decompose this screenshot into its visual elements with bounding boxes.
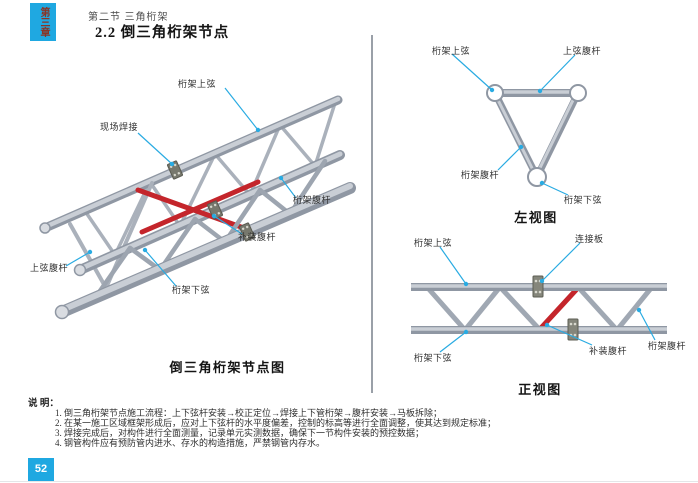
truss-top-chord-highlight: [42, 96, 341, 230]
notes-heading: 说 明：: [28, 399, 59, 409]
leader-lines-left-view: [451, 53, 576, 196]
lv-label-top-chord: 桁架上弦: [432, 46, 471, 56]
label-truss-bottom-chord: 桁架下弦: [172, 285, 211, 295]
left-view-caption: 左视图: [514, 210, 558, 225]
leader-dots-left-view: [489, 87, 545, 186]
section-header: 第二节 三角桁架: [88, 12, 169, 23]
bottom-rule: [0, 481, 698, 482]
left-view-left-web-highlight: [492, 91, 538, 177]
label-top-chord-web: 上弦腹杆: [30, 263, 69, 273]
front-view-drawing: [411, 242, 667, 353]
front-view-red-member: [538, 287, 579, 331]
lv-label-bottom-chord: 桁架下弦: [564, 195, 603, 205]
label-field-weld: 现场焊接: [100, 122, 139, 132]
main-truss-illustration: [39, 87, 356, 320]
label-truss-web-member: 桁架腹杆: [293, 195, 332, 205]
note-line: 2. 在某一施工区域框架形成后，应对上下弦杆的水平度偏差，控制的标高等进行全面调…: [55, 418, 497, 428]
left-view-drawing: [451, 53, 587, 196]
lv-label-top-web: 上弦腹杆: [563, 46, 602, 56]
chapter-badge-text: 第三章: [38, 7, 49, 37]
chapter-badge: 第三章: [30, 3, 56, 41]
note-line: 1. 倒三角桁架节点施工流程：上下弦杆安装→校正定位→焊接上下管桁架→腹杆安装→…: [55, 408, 443, 418]
leader-lines-front-view: [439, 242, 656, 353]
page-number-badge: 52: [28, 458, 54, 481]
front-view-caption: 正视图: [518, 382, 562, 397]
fv-label-web-member: 桁架腹杆: [648, 341, 687, 351]
fv-label-bottom-chord: 桁架下弦: [414, 353, 453, 363]
tube-end-caps: [39, 222, 87, 320]
fv-label-gusset-plate: 连接板: [575, 234, 604, 244]
left-view-right-web-highlight: [534, 91, 579, 177]
label-supplementary-member: 补装腹杆: [238, 232, 277, 242]
page-title: 2.2 倒三角桁架节点: [95, 25, 230, 41]
leader-dots-front-view: [463, 278, 642, 335]
fv-label-top-chord: 桁架上弦: [414, 238, 453, 248]
lv-label-web-member: 桁架腹杆: [461, 170, 500, 180]
leader-dots-main: [87, 127, 284, 255]
truss-near-chord-highlight: [59, 183, 353, 313]
left-view-chord-nodes: [486, 84, 587, 187]
front-view-web-members: [424, 284, 655, 333]
label-truss-top-chord: 桁架上弦: [178, 79, 217, 89]
note-line: 4. 钢管构件应有预防管内进水、存水的构造措施，严禁钢管内存水。: [55, 438, 326, 448]
main-diagram-caption: 倒三角桁架节点图: [169, 360, 286, 375]
fv-label-supplementary: 补装腹杆: [589, 346, 628, 356]
leader-lines-main: [65, 87, 297, 287]
note-line: 3. 焊接完成后，对构件进行全面测量，记录单元实测数据，确保下一节构件安装的预控…: [55, 428, 425, 438]
